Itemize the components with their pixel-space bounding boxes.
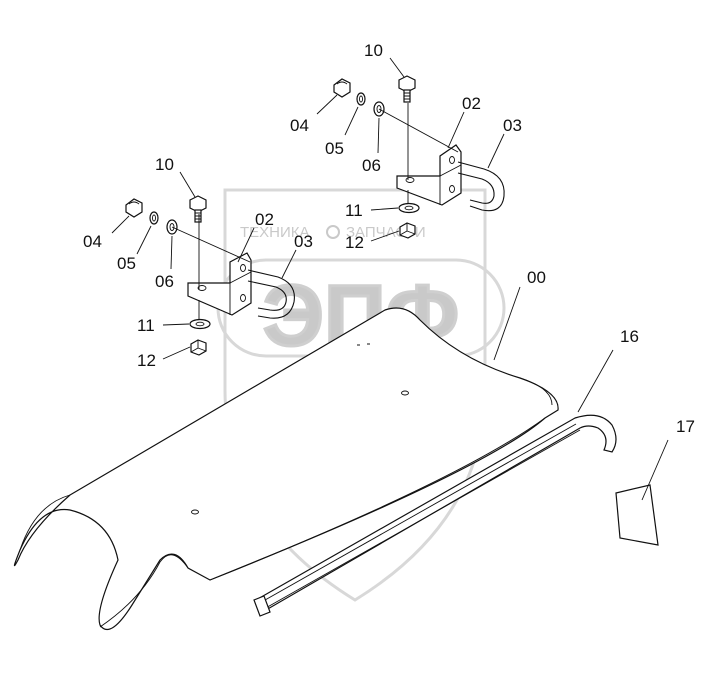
decal-17 xyxy=(615,439,669,546)
bolt-10-right xyxy=(398,75,416,103)
callout-16: 16 xyxy=(620,327,639,346)
washer-11-right xyxy=(398,202,420,214)
left-leader-lines xyxy=(111,171,297,360)
watermark-text-left: ТЕХНИКА xyxy=(240,224,310,241)
u-bolt-03-left xyxy=(247,269,295,319)
callout-02-left: 02 xyxy=(255,210,274,229)
callout-10-right: 10 xyxy=(364,41,383,60)
cap-nut-04-left xyxy=(125,198,143,218)
lock-washer-05-left xyxy=(149,211,159,225)
callout-02-right: 02 xyxy=(462,94,481,113)
u-bolt-03-right xyxy=(457,161,505,212)
nut-12-right xyxy=(399,222,416,239)
callout-06-right: 06 xyxy=(362,156,381,175)
bracket-02-right xyxy=(396,144,462,206)
left-bracket-assembly xyxy=(111,171,297,360)
callout-11-left: 11 xyxy=(137,316,155,335)
nut-12-left xyxy=(190,339,207,356)
gear-icon xyxy=(326,225,340,239)
callout-17: 17 xyxy=(676,417,695,436)
callout-labels: 10 04 05 06 02 03 11 12 10 04 05 06 02 0… xyxy=(83,41,695,436)
callout-00: 00 xyxy=(527,268,546,287)
callout-12-right: 12 xyxy=(345,233,364,252)
callout-04-left: 04 xyxy=(83,232,102,251)
callout-04-right: 04 xyxy=(290,116,309,135)
callout-03-right: 03 xyxy=(503,116,522,135)
callout-05-right: 05 xyxy=(325,139,344,158)
rubber-strip-16 xyxy=(253,349,617,617)
callout-06-left: 06 xyxy=(155,272,174,291)
right-leader-lines xyxy=(316,57,505,242)
callout-11-right: 11 xyxy=(345,201,363,220)
lock-washer-05-right xyxy=(356,92,366,106)
cap-nut-04-right xyxy=(333,78,351,98)
washer-11-left xyxy=(189,318,211,330)
callout-03-left: 03 xyxy=(294,232,313,251)
callout-12-left: 12 xyxy=(137,351,156,370)
bracket-02-left xyxy=(187,252,252,316)
bolt-10-left xyxy=(189,195,207,223)
right-bracket-assembly xyxy=(316,57,505,242)
callout-10-left: 10 xyxy=(155,155,174,174)
callout-05-left: 05 xyxy=(117,254,136,273)
fender-00 xyxy=(13,286,559,630)
